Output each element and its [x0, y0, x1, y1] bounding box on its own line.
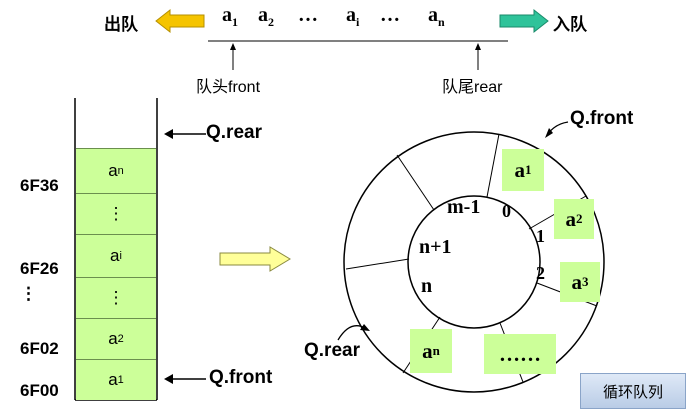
address-6f36: 6F36	[20, 176, 59, 195]
address-6f00: 6F00	[20, 381, 59, 400]
address-6f02: 6F02	[20, 339, 59, 358]
stack-container	[74, 98, 158, 401]
slot-label-0: 0	[502, 201, 511, 221]
stack-cell-dots: ⋮	[76, 193, 156, 234]
ring-box-ellipsis: ……	[484, 334, 556, 374]
stack-pointer-arrows	[164, 129, 206, 384]
stack-front-label: Q.front	[209, 367, 273, 388]
queue-baseline	[208, 40, 508, 70]
slot-label-n: n	[421, 275, 433, 297]
dequeue-arrow-icon	[155, 8, 205, 34]
ellipsis-1: …	[298, 4, 318, 26]
stack-cell-dots: ⋮	[76, 277, 156, 318]
address-dots: ⋮	[20, 284, 37, 303]
enqueue-arrow-icon	[499, 8, 549, 34]
slot-label-2: 2	[536, 263, 545, 283]
ring-front-label: Q.front	[570, 108, 634, 129]
element-an: an	[428, 4, 445, 29]
stack-rear-label: Q.rear	[206, 122, 262, 143]
address-6f26: 6F26	[20, 259, 59, 278]
transform-arrow-icon	[219, 246, 291, 272]
ellipsis-2: …	[380, 4, 400, 26]
tail-label: 队尾rear	[442, 79, 503, 96]
head-label: 队头front	[196, 79, 261, 96]
ring-rear-label: Q.rear	[304, 340, 360, 361]
slot-label-n-plus-1: n+1	[419, 236, 452, 258]
enqueue-label: 入队	[553, 15, 587, 34]
slot-label-m-1: m-1	[447, 196, 481, 218]
element-ai: ai	[346, 4, 360, 29]
element-a1: a1	[222, 4, 238, 29]
slot-label-1: 1	[536, 226, 545, 246]
dequeue-label: 出队	[104, 15, 138, 34]
caption-label: 循环队列	[580, 373, 686, 409]
element-a2: a2	[258, 4, 274, 29]
